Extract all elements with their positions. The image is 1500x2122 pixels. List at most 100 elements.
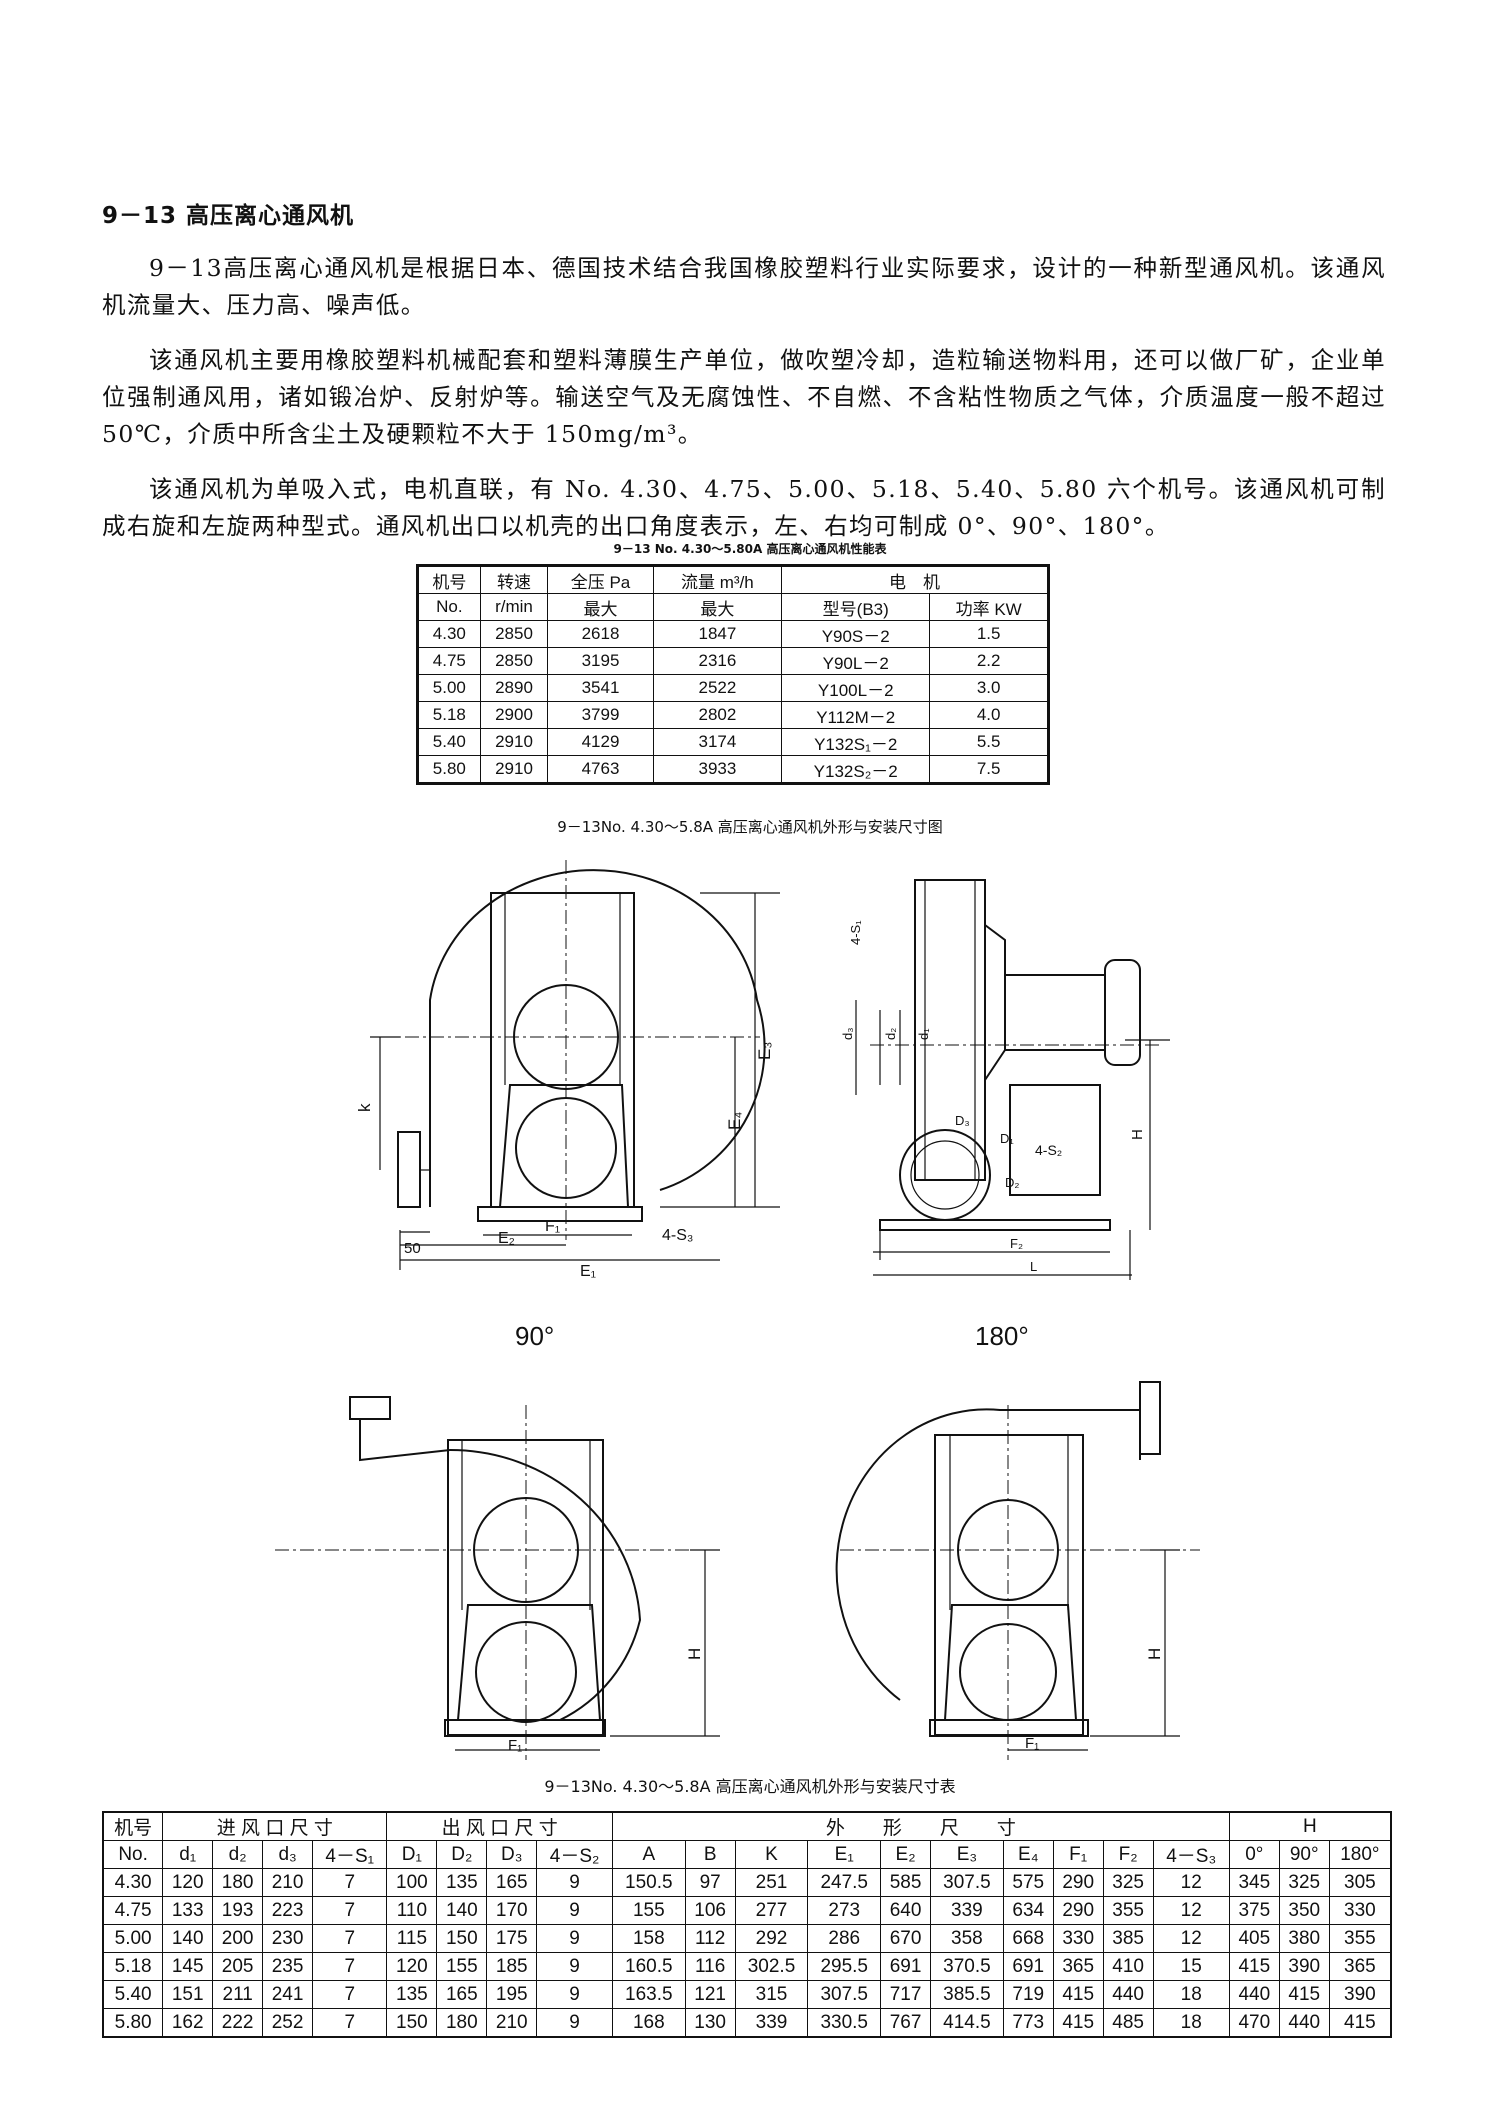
label-4-s1: 4-S₁ xyxy=(848,920,863,945)
table-cell: 302.5 xyxy=(734,1952,809,1981)
table-cell: 295.5 xyxy=(807,1952,882,1981)
table-cell: 330.5 xyxy=(807,2008,882,2038)
label-h-90: H xyxy=(685,1648,704,1660)
table-cell: 150 xyxy=(436,1924,488,1953)
body-text: 9－13高压离心通风机是根据日本、德国技术结合我国橡胶塑料行业实际要求，设计的一… xyxy=(102,250,1386,563)
table-cell: 235 xyxy=(262,1952,314,1981)
table-cell: 155 xyxy=(436,1952,488,1981)
table-cell: 375 xyxy=(1228,1896,1280,1925)
table-cell: 415 xyxy=(1052,1980,1104,2009)
header-cell: 90° xyxy=(1278,1840,1330,1869)
table-cell: 315 xyxy=(734,1980,809,2009)
table-cell: 292 xyxy=(734,1924,809,1953)
table-cell: 7 xyxy=(312,1896,388,1925)
table-cell: 135 xyxy=(386,1980,438,2009)
table-cell: 5.00 xyxy=(102,1924,164,1953)
table-cell: 116 xyxy=(684,1952,736,1981)
header-cell: 机号 xyxy=(417,565,481,594)
table-cell: 135 xyxy=(436,1868,488,1897)
header-cell: F₂ xyxy=(1102,1840,1154,1869)
header-cell: 进 风 口 尺 寸 xyxy=(162,1811,388,1841)
table-cell: 307.5 xyxy=(930,1868,1004,1897)
header-cell: B xyxy=(684,1840,736,1869)
view-90deg: H F₁ xyxy=(275,1396,720,1760)
label-e3: E₃ xyxy=(755,1042,774,1060)
label-f2: F₂ xyxy=(1010,1236,1023,1251)
table-cell: 112 xyxy=(684,1924,736,1953)
table-cell: 97 xyxy=(684,1868,736,1897)
table-cell: 2910 xyxy=(479,728,549,756)
table-cell: 12 xyxy=(1152,1896,1230,1925)
table-cell: 252 xyxy=(262,2008,314,2038)
table-cell: 200 xyxy=(212,1924,264,1953)
table-cell: 670 xyxy=(880,1924,932,1953)
table-cell: 485 xyxy=(1102,2008,1154,2038)
table-cell: 168 xyxy=(611,2008,686,2038)
table-cell: 773 xyxy=(1002,2008,1054,2038)
header-cell: 4－S₃ xyxy=(1152,1840,1230,1869)
table-cell: 241 xyxy=(262,1980,314,2009)
label-90-degree: 90° xyxy=(515,1321,554,1351)
label-D3: D₃ xyxy=(955,1113,970,1128)
table-cell: 365 xyxy=(1052,1952,1104,1981)
table-cell: 18 xyxy=(1152,2008,1230,2038)
table-cell: 3799 xyxy=(547,701,654,729)
table-cell: 440 xyxy=(1228,1980,1280,2009)
table-cell: 5.5 xyxy=(929,728,1049,756)
table-cell: 330 xyxy=(1052,1924,1104,1953)
label-d2: d₂ xyxy=(883,1028,898,1040)
dim-table-caption: 9－13No. 4.30～5.8A 高压离心通风机外形与安装尺寸表 xyxy=(544,1777,956,1796)
table-cell: 307.5 xyxy=(807,1980,882,2009)
table-cell: 210 xyxy=(262,1868,314,1897)
label-d3: d₃ xyxy=(840,1027,855,1040)
header-cell: 机号 xyxy=(102,1811,164,1841)
header-cell: 180° xyxy=(1328,1840,1392,1869)
table-cell: Y132S₁－2 xyxy=(781,728,931,756)
header-cell: A xyxy=(611,1840,686,1869)
table-cell: 4.75 xyxy=(417,647,481,675)
label-h-180: H xyxy=(1145,1648,1164,1660)
front-view-0deg: k E₃ E₄ F₁ E₂ E₁ 4-S₃ 50 xyxy=(355,860,780,1280)
table-cell: 130 xyxy=(684,2008,736,2038)
table-cell: 2900 xyxy=(479,701,549,729)
label-f1-180: F₁ xyxy=(1025,1735,1039,1752)
label-h: H xyxy=(1129,1129,1146,1140)
header-cell: F₁ xyxy=(1052,1840,1104,1869)
paragraph: 该通风机为单吸入式，电机直联，有 No. 4.30、4.75、5.00、5.18… xyxy=(102,475,1386,540)
table-cell: 1.5 xyxy=(929,620,1049,648)
table-cell: 575 xyxy=(1002,1868,1054,1897)
table-cell: 165 xyxy=(486,1868,538,1897)
table-cell: 5.80 xyxy=(417,755,481,784)
table-cell: 5.40 xyxy=(417,728,481,756)
view-180deg: H F₁ xyxy=(835,1381,1200,1760)
table-cell: 385 xyxy=(1102,1924,1154,1953)
table-cell: 5.80 xyxy=(102,2008,164,2038)
table-cell: 719 xyxy=(1002,1980,1054,2009)
table-cell: 4.30 xyxy=(417,620,481,648)
table-cell: 410 xyxy=(1102,1952,1154,1981)
table-cell: 230 xyxy=(262,1924,314,1953)
table-cell: 223 xyxy=(262,1896,314,1925)
table-cell: 414.5 xyxy=(930,2008,1004,2038)
table-cell: 339 xyxy=(930,1896,1004,1925)
table-cell: 155 xyxy=(611,1896,686,1925)
header-cell: d₃ xyxy=(262,1840,314,1869)
perf-table-caption: 9－13 No. 4.30～5.80A 高压离心通风机性能表 xyxy=(613,542,887,556)
table-cell: 5.18 xyxy=(102,1952,164,1981)
performance-table: 机号 转速 全压 Pa 流量 m³/h 电 机 No. r/min 最大 最大 … xyxy=(416,564,1050,785)
table-cell: 390 xyxy=(1278,1952,1330,1981)
figure-caption: 9－13No. 4.30～5.8A 高压离心通风机外形与安装尺寸图 xyxy=(557,818,943,836)
label-180-degree: 180° xyxy=(975,1321,1029,1351)
label-4-s2: 4-S₂ xyxy=(1035,1142,1062,1158)
header-cell: 电 机 xyxy=(781,565,1049,594)
table-cell: 7 xyxy=(312,1868,388,1897)
table-cell: 120 xyxy=(386,1952,438,1981)
table-cell: 305 xyxy=(1328,1868,1392,1897)
table-cell: 12 xyxy=(1152,1868,1230,1897)
